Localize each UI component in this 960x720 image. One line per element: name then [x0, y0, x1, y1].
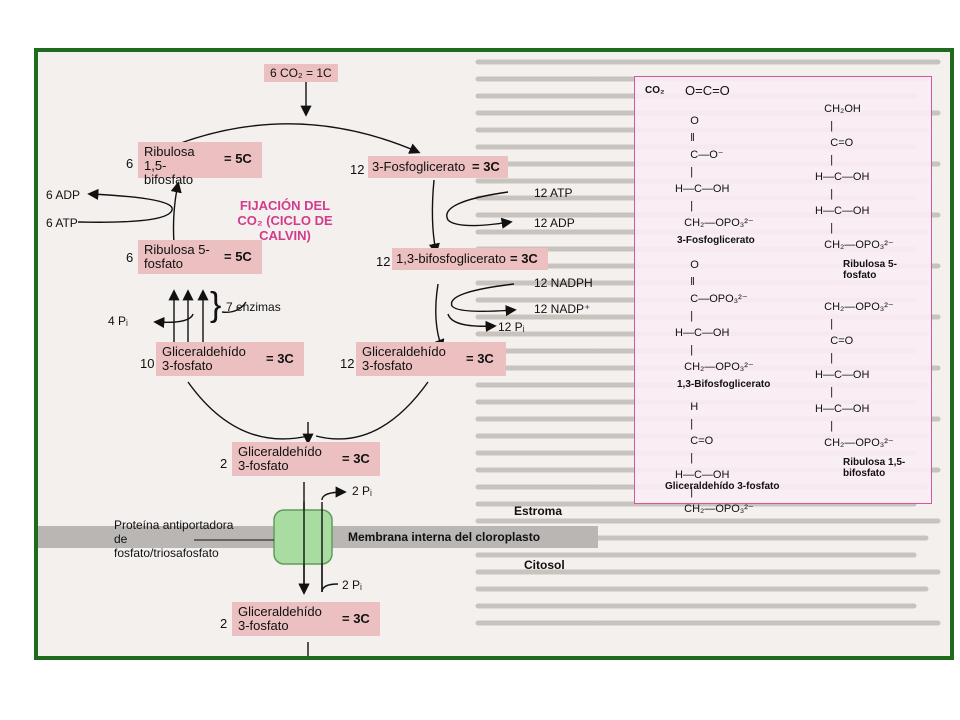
atp12-label: 12 ATP — [534, 186, 573, 200]
pi4-label: 4 Pᵢ — [108, 314, 128, 328]
g3p-right-box: Gliceraldehído 3-fosfato = 3C — [356, 342, 506, 376]
g3p-export-box: Gliceraldehído 3-fosfato = 3C — [232, 442, 380, 476]
g3p-cytosol-count: 2 — [220, 616, 228, 631]
pga-carbons: = 3C — [472, 159, 500, 174]
citosol-label: Citosol — [524, 558, 565, 572]
pga-count: 12 — [350, 162, 365, 177]
enzymes-label: 7 enzimas — [226, 300, 281, 314]
figure-frame: 6 CO₂ = 1C 6 Ribulosa 1,5-bifosfato = 5C… — [34, 48, 954, 660]
pga-name: 3-Fosfoglicerato — [372, 159, 466, 174]
ru5p-count: 6 — [126, 250, 134, 265]
pga-struct-name: 3-Fosfoglicerato — [677, 235, 755, 246]
antiporter-label: Proteína antiportadora de fosfato/triosa… — [114, 518, 234, 560]
bpg-carbons: = 3C — [510, 251, 538, 266]
ru5p-carbons: = 5C — [224, 249, 252, 264]
rubp-struct: CH₂—OPO₃²⁻ | C=O |H—C—OH |H—C—OH | CH₂—O… — [815, 301, 894, 449]
bpg-struct-name: 1,3-Bifosfoglicerato — [677, 379, 771, 390]
pga-struct: O ‖ C—O⁻ |H—C—OH | CH₂—OPO₃²⁻ — [675, 115, 754, 229]
pi2-in-label: 2 Pᵢ — [342, 578, 362, 592]
g3p-right-carbons: = 3C — [466, 351, 494, 366]
bpg-count: 12 — [376, 254, 391, 269]
ru5p-name: Ribulosa 5-fosfato — [144, 242, 210, 271]
pga-box: 3-Fosfoglicerato = 3C — [368, 156, 508, 178]
membrane-label: Membrana interna del cloroplasto — [348, 530, 541, 544]
g3p-export-name: Gliceraldehído 3-fosfato — [238, 444, 322, 473]
g3p-right-count: 12 — [340, 356, 355, 371]
g3p-left-name: Gliceraldehído 3-fosfato — [162, 344, 246, 373]
ru5p-struct: CH₂OH | C=O |H—C—OH |H—C—OH | CH₂—OPO₃²⁻ — [815, 103, 894, 251]
structures-panel: CO₂ O=C=O O ‖ C—O⁻ |H—C—OH | CH₂—OPO₃²⁻ … — [634, 76, 932, 515]
atp6-label: 6 ATP — [46, 216, 78, 230]
bpg-struct: O ‖ C—OPO₃²⁻ |H—C—OH | CH₂—OPO₃²⁻ — [675, 259, 754, 373]
g3p-left-count: 10 — [140, 356, 155, 371]
pi2-out-label: 2 Pᵢ — [352, 484, 372, 498]
g3p-cytosol-box: Gliceraldehído 3-fosfato = 3C — [232, 602, 380, 636]
ru5p-struct-name: Ribulosa 5-fosfato — [843, 259, 897, 281]
co2-struct: O=C=O — [685, 83, 730, 98]
ribulose-bp-name: Ribulosa 1,5-bifosfato — [144, 144, 195, 187]
antiporter-shape — [273, 509, 333, 565]
brace: } — [210, 286, 222, 324]
estroma-label: Estroma — [514, 504, 563, 518]
g3p-cytosol-carbons: = 3C — [342, 611, 370, 626]
g3p-struct-name: Gliceraldehído 3-fosfato — [665, 481, 780, 492]
ribulose-bp-count: 6 — [126, 156, 134, 171]
nadp-label: 12 NADP⁺ — [534, 302, 591, 316]
g3p-right-name: Gliceraldehído 3-fosfato — [362, 344, 446, 373]
g3p-export-count: 2 — [220, 456, 228, 471]
co2-struct-label: CO₂ — [645, 85, 665, 96]
ribulose-bp-box: Ribulosa 1,5-bifosfato = 5C — [138, 142, 262, 187]
pi12-label: 12 Pᵢ — [498, 320, 525, 334]
cycle-title: FIJACIÓN DEL CO₂ (CICLO DE CALVIN) — [237, 198, 333, 243]
bpg-name: 1,3-bifosfoglicerato — [396, 251, 506, 266]
adp6-label: 6 ADP — [46, 188, 81, 202]
nadph-label: 12 NADPH — [534, 276, 593, 290]
g3p-struct: H | C=O |H—C—OH | CH₂—OPO₃²⁻ — [675, 401, 754, 515]
g3p-cytosol-name: Gliceraldehído 3-fosfato — [238, 604, 322, 633]
rubp-struct-name: Ribulosa 1,5-bifosfato — [843, 457, 906, 479]
g3p-left-carbons: = 3C — [266, 351, 294, 366]
bpg-box: 1,3-bifosfoglicerato = 3C — [392, 248, 548, 270]
co2-input: 6 CO₂ = 1C — [264, 64, 338, 82]
ribulose-bp-carbons: = 5C — [224, 151, 252, 166]
pathway-arrows — [38, 82, 598, 656]
adp12-label: 12 ADP — [534, 216, 575, 230]
ru5p-box: Ribulosa 5-fosfato = 5C — [138, 240, 262, 274]
g3p-left-box: Gliceraldehído 3-fosfato = 3C — [156, 342, 304, 376]
g3p-export-carbons: = 3C — [342, 451, 370, 466]
